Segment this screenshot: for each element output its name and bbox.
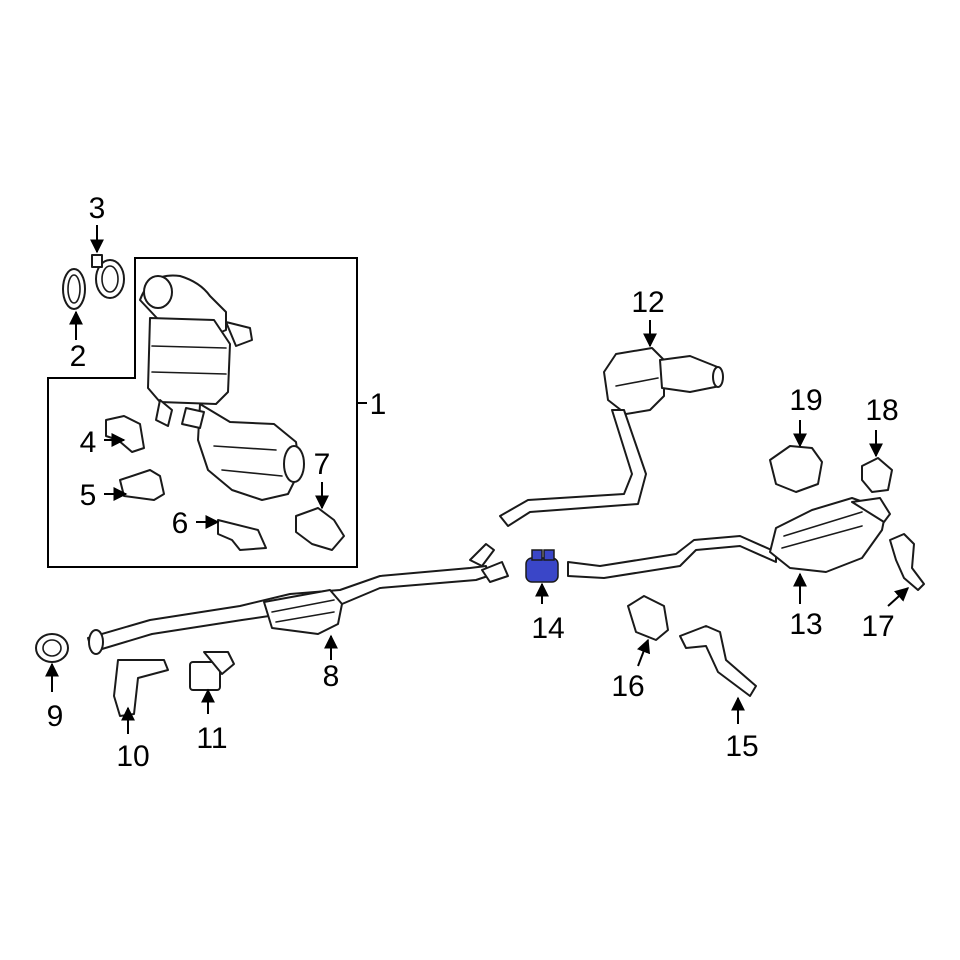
assembly-group-box — [47, 257, 358, 568]
callout-2: 2 — [70, 340, 87, 373]
rear-muffler[interactable] — [567, 497, 891, 579]
highlighted-clamp-14[interactable] — [525, 549, 559, 583]
clamp[interactable] — [91, 254, 125, 299]
callout-18: 18 — [865, 394, 898, 427]
clamp-ring-9[interactable] — [35, 633, 69, 663]
hanger-15[interactable] — [679, 625, 757, 697]
flange-16[interactable] — [627, 595, 669, 641]
callout-3: 3 — [89, 192, 106, 225]
actuator-19[interactable] — [769, 445, 823, 493]
callout-19: 19 — [789, 384, 822, 417]
leader-lines — [45, 225, 910, 734]
callout-16: 16 — [611, 670, 644, 703]
bracket-11[interactable] — [189, 651, 235, 691]
callout-12: 12 — [631, 286, 664, 319]
callout-7: 7 — [314, 448, 331, 481]
callout-17: 17 — [861, 610, 894, 643]
sensor-17[interactable] — [889, 533, 925, 591]
callout-1: 1 — [370, 388, 387, 421]
catalytic-converter[interactable] — [139, 274, 305, 501]
callout-6: 6 — [172, 507, 189, 540]
bracket-5[interactable] — [119, 469, 165, 501]
callout-8: 8 — [323, 660, 340, 693]
callout-9: 9 — [47, 700, 64, 733]
callout-labels: 1 2 3 4 5 6 7 8 9 10 11 12 13 14 15 16 1… — [47, 192, 899, 773]
bracket-4[interactable] — [105, 415, 145, 453]
front-pipe[interactable] — [87, 543, 509, 655]
bracket-10[interactable] — [113, 659, 169, 717]
callout-10: 10 — [116, 740, 149, 773]
gasket-ring[interactable] — [62, 268, 86, 310]
callout-5: 5 — [80, 479, 97, 512]
callout-13: 13 — [789, 608, 822, 641]
valve-18[interactable] — [861, 457, 893, 493]
callout-4: 4 — [80, 426, 97, 459]
callout-15: 15 — [725, 730, 758, 763]
callout-11: 11 — [196, 722, 227, 755]
bracket-6[interactable] — [217, 519, 267, 551]
callout-14: 14 — [531, 612, 564, 645]
rear-pipe-12[interactable] — [499, 347, 724, 527]
bracket-7[interactable] — [295, 507, 345, 551]
